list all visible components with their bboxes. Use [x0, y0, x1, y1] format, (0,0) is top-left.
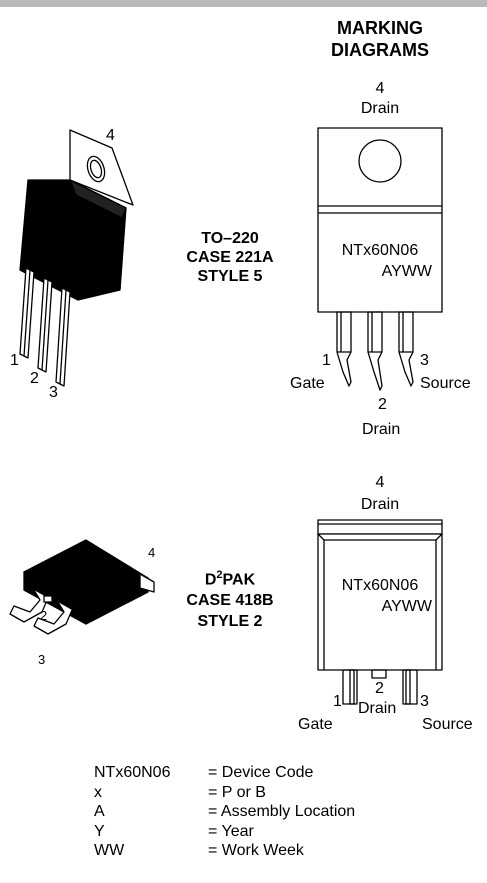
to220-drawing-pin3: 3: [49, 384, 58, 401]
d2pak-drawing-pin4: 4: [148, 545, 156, 560]
legend-row: WW = Work Week: [94, 841, 355, 861]
d2pak-marking-drawing: [317, 519, 443, 705]
d2pak-top-pin-label: Drain: [360, 496, 400, 513]
d2pak-pkg-prefix: D: [204, 571, 217, 589]
legend-desc: = Work Week: [208, 842, 304, 859]
legend-row: A = Assembly Location: [94, 802, 355, 822]
to220-drawing-pin1: 1: [10, 352, 19, 369]
d2pak-drawing-pin3: 3: [38, 652, 46, 667]
to220-package-drawing: [19, 129, 134, 387]
legend: NTx60N06 = Device Code x = P or B A = Assem…: [94, 763, 355, 861]
d2pak-pin3-number: 3: [420, 693, 429, 710]
to220-drawing-pin2: 2: [30, 370, 39, 387]
to220-pkg-line3: STYLE 5: [197, 268, 263, 285]
legend-row: NTx60N06 = Device Code: [94, 763, 355, 783]
d2pak-top-pin-number: 4: [375, 474, 385, 491]
legend-desc: = Assembly Location: [208, 803, 356, 820]
title-line-2: DIAGRAMS: [331, 40, 429, 60]
to220-pkg-line1: TO–220: [201, 230, 259, 247]
legend-desc: = Device Code: [208, 764, 314, 781]
d2pak-marking-line1: NTx60N06: [341, 577, 419, 594]
d2pak-package-drawing: [9, 539, 155, 635]
legend-desc: = P or B: [208, 783, 266, 801]
to220-pin3-label: Source: [420, 375, 471, 392]
legend-code: A: [94, 803, 105, 820]
to220-pin1-number: 1: [322, 352, 331, 369]
d2pak-package-label: D2PAK CASE 418B STYLE 2: [164, 565, 296, 632]
title-line-1: MARKING: [337, 18, 423, 38]
to220-pin2-number: 2: [378, 396, 387, 413]
to220-top-pin-label: Drain: [360, 100, 400, 117]
to220-pin2-label: Drain: [362, 421, 401, 438]
top-rule: [0, 0, 487, 7]
to220-pkg-line2: CASE 221A: [186, 249, 274, 266]
to220-drawing-pin4: 4: [106, 127, 115, 144]
d2pak-pin1-number: 1: [333, 693, 342, 710]
legend-code: WW: [94, 842, 125, 859]
d2pak-pin2-label: Drain: [358, 700, 397, 717]
legend-code: NTx60N06: [94, 764, 171, 781]
marking-diagrams-title: MARKING DIAGRAMS: [318, 17, 442, 61]
d2pak-pkg-line3: STYLE 2: [197, 613, 263, 631]
legend-desc: = Year: [208, 822, 254, 840]
d2pak-marking-line2: AYWW: [381, 598, 432, 615]
to220-pin3-number: 3: [420, 352, 429, 369]
to220-top-pin-number: 4: [375, 80, 385, 97]
legend-row: Y = Year: [94, 822, 355, 842]
to220-pin1-label: Gate: [290, 375, 325, 392]
legend-code: Y: [94, 822, 105, 840]
d2pak-top-pin: 4 Drain: [350, 472, 410, 516]
d2pak-marking-text: NTx60N06 AYWW: [320, 575, 440, 617]
d2pak-pkg-superscript: 2: [216, 569, 223, 581]
d2pak-pkg-line1: D2PAK: [164, 565, 296, 590]
legend-code: x: [94, 783, 102, 801]
to220-marking-drawing: [317, 127, 443, 391]
to220-package-label: TO–220 CASE 221A STYLE 5: [164, 229, 296, 286]
d2pak-pin2-number: 2: [375, 680, 384, 697]
d2pak-pkg-suffix: PAK: [222, 571, 256, 589]
d2pak-drawing-pin2: 2: [40, 608, 48, 623]
legend-row: x = P or B: [94, 783, 355, 803]
d2pak-pin1-label: Gate: [298, 716, 333, 733]
to220-top-pin: 4 Drain: [350, 79, 410, 119]
d2pak-pin3-label: Source: [422, 716, 473, 733]
to220-marking-line2: AYWW: [381, 263, 432, 280]
to220-marking-text: NTx60N06 AYWW: [320, 240, 440, 282]
to220-marking-line1: NTx60N06: [341, 242, 419, 259]
d2pak-pkg-line2: CASE 418B: [186, 592, 274, 610]
